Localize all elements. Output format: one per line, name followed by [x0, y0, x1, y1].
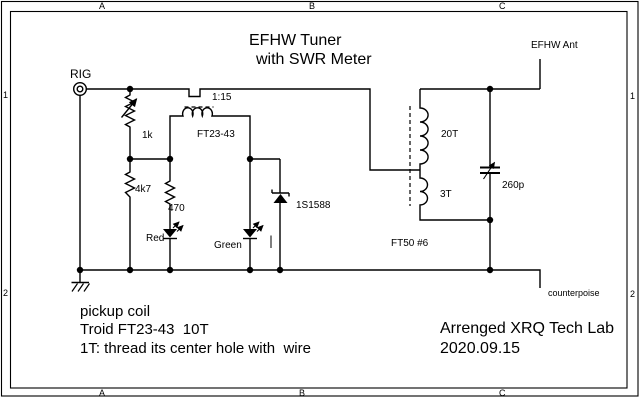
note-credit-line2: 2020.09.15: [440, 340, 521, 357]
diode-1s1588-icon: [271, 159, 290, 270]
led-red-icon: [163, 221, 184, 270]
wire-ground-rail: [80, 269, 541, 288]
zone-row-1-left: 1: [3, 90, 9, 100]
zone-row-1-right: 1: [630, 91, 636, 101]
label-winding-20t: 20T: [441, 129, 459, 140]
label-efhw-ant: EFHW Ant: [531, 40, 578, 51]
zone-col-a-top: A: [99, 1, 106, 11]
label-pot-1k: 1k: [142, 130, 153, 141]
label-rig: RIG: [70, 67, 92, 81]
zone-col-c-bottom: C: [499, 388, 506, 398]
wire-top-run: [86, 88, 420, 171]
ground-icon: [71, 270, 90, 292]
label-r-470: 470: [168, 203, 185, 214]
variable-capacitor-icon: [480, 89, 500, 270]
label-ft50: FT50 #6: [391, 238, 429, 249]
note-pickup-line3: 1T: thread its center hole with wire: [80, 340, 311, 357]
resistor-4k7-icon: [123, 159, 137, 270]
zone-col-b-top: B: [309, 1, 316, 11]
zone-col-b-bottom: B: [299, 388, 306, 398]
label-led-red: Red: [146, 233, 165, 244]
label-cap-260p: 260p: [502, 180, 525, 191]
label-turns-ratio: 1:15: [212, 92, 232, 103]
note-pickup-line1: pickup coil: [80, 303, 151, 320]
zone-row-2-left: 2: [3, 288, 9, 298]
label-led-green: Green: [214, 240, 242, 251]
potentiometer-1k-icon: [120, 89, 138, 159]
rig-connector-icon: [72, 81, 87, 96]
note-credit-line1: Arrenged XRQ Tech Lab: [440, 320, 615, 337]
zone-row-2-right: 2: [630, 289, 636, 299]
label-diode: 1S1588: [296, 200, 331, 211]
zone-col-c-top: C: [499, 1, 506, 11]
page-title-line1: EFHW Tuner: [249, 32, 342, 49]
resistor-470-icon: [163, 159, 177, 229]
label-counterpoise: counterpoise: [548, 288, 600, 298]
transformer-ft50-icon: [409, 89, 490, 221]
page-title-line2: with SWR Meter: [256, 51, 372, 68]
led-green-icon: [243, 159, 264, 270]
note-pickup-line2: Troid FT23-43 10T: [80, 321, 209, 338]
junction-dots: [76, 85, 494, 274]
zone-col-a-bottom: A: [99, 388, 106, 398]
label-ft23: FT23-43: [197, 129, 235, 140]
transformer-ft23-icon: [169, 106, 251, 159]
wire-antenna-run: [420, 59, 541, 90]
label-winding-3t: 3T: [440, 189, 452, 200]
label-r-4k7: 4k7: [135, 184, 152, 195]
